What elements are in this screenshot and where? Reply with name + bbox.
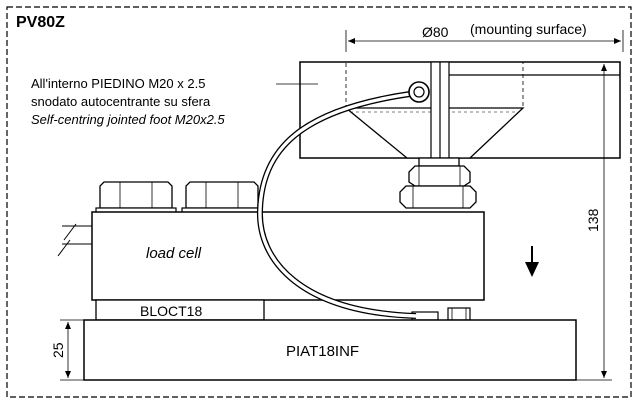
base-plate: PIAT18INF [83,319,577,381]
cable-exit [57,223,92,257]
model-code-title: PV80Z [16,14,65,31]
foot-nut-stack [399,157,477,209]
base-height-dimension: 25 [50,319,84,381]
height-dimension: 138 [576,61,620,381]
ground-cable [256,81,430,319]
mounting-surface-note: (mounting surface) [470,21,587,37]
base-plate-label: PIAT18INF [286,343,359,360]
foot-note: All'interno PIEDINO M20 x 2.5 snodato au… [31,76,225,127]
block-label: BLOCT18 [140,303,202,319]
base-height-label: 25 [50,342,66,358]
foot-note-line1: All'interno PIEDINO M20 x 2.5 [31,76,205,91]
bolt-heads [95,181,263,215]
load-cell-label: load cell [146,245,202,262]
bloct18-block: BLOCT18 [95,299,265,321]
foot-note-line3: Self-centring jointed foot M20x2.5 [31,112,225,127]
height-label: 138 [585,208,601,232]
ground-connectors [411,307,471,321]
diameter-dimension: Ø80 (mounting surface) [345,21,624,52]
drawing-frame [6,6,632,398]
diameter-label: Ø80 [422,24,449,40]
load-cell-body: load cell [91,211,485,301]
self-centring-foot [344,61,525,159]
down-arrow-icon [525,246,539,277]
foot-note-line2: snodato autocentrante su sfera [31,94,211,109]
